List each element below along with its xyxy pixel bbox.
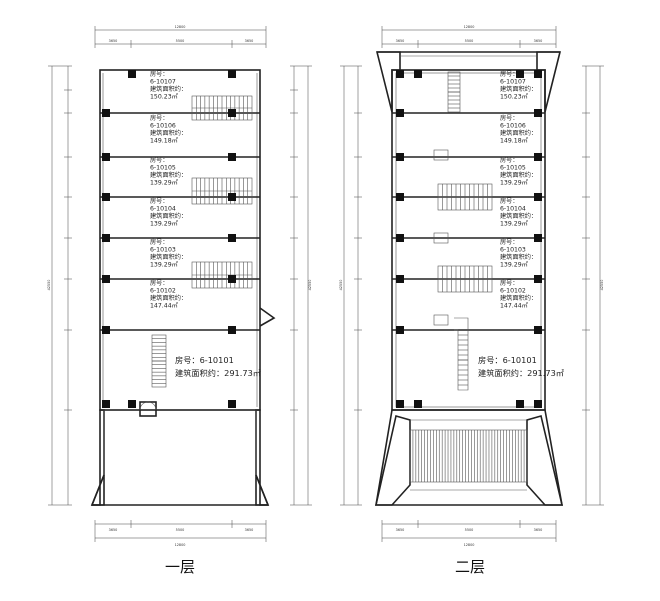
unit-label-line: 6-10106	[150, 123, 176, 130]
unit-label-line: 139.29㎡	[500, 261, 529, 269]
right-total-dim: 42550	[308, 280, 312, 291]
bottom-seg-dim: 3650	[534, 528, 543, 532]
top-seg-dim: 3650	[109, 39, 118, 43]
unit-label-line: 房号：	[150, 70, 169, 78]
bottom-total-dim: 12800	[175, 543, 186, 547]
unit-label-line: 139.29㎡	[500, 179, 529, 187]
second-floor-plan: 12800 3650 5500 3650 3650 5500 3650 1280…	[339, 25, 604, 576]
bottom-seg-dim: 3650	[245, 528, 254, 532]
unit-label-line: 139.29㎡	[150, 261, 179, 269]
unit-label-line: 139.29㎡	[500, 220, 529, 228]
unit-label-line: 6-10104	[500, 206, 526, 213]
unit-label-line: 6-10105	[150, 165, 176, 172]
unit-label-line: 建筑面积约：	[150, 85, 187, 93]
unit-label-line: 房号：	[500, 156, 519, 164]
unit-label-line: 6-10106	[500, 123, 526, 130]
unit-label-line: 房号：	[150, 156, 169, 164]
unit-label-line: 建筑面积约：	[500, 171, 537, 179]
unit-label-line: 建筑面积约：	[500, 212, 537, 220]
bottom-seg-dim: 5500	[176, 528, 185, 532]
unit-label-line: 6-10103	[150, 247, 176, 254]
top-seg-dim: 5500	[176, 39, 185, 43]
unit-label-line: 6-10107	[500, 79, 526, 86]
unit-label-line: 房号：	[500, 114, 519, 122]
unit-label-line: 房号：	[150, 238, 169, 246]
unit-label-line: 房号：	[500, 279, 519, 287]
unit-label-line: 建筑面积约：	[150, 294, 187, 302]
unit-label-line: 建筑面积约：	[500, 129, 537, 137]
big-unit-area: 建筑面积约：291.73㎡	[478, 368, 564, 378]
unit-label-line: 6-10104	[150, 206, 176, 213]
unit-labels: 房号：6-10107建筑面积约：150.23㎡房号：6-10106建筑面积约：1…	[150, 70, 187, 310]
unit-label-line: 6-10102	[500, 288, 526, 295]
roof-grating	[412, 430, 525, 482]
unit-label-line: 建筑面积约：	[150, 171, 187, 179]
unit-label-line: 房号：	[500, 238, 519, 246]
unit-label-line: 6-10105	[500, 165, 526, 172]
stair-treads	[152, 338, 166, 384]
stair-treads	[438, 75, 492, 386]
unit-label-line: 房号：	[150, 279, 169, 287]
bottom-seg-dim: 3650	[109, 528, 118, 532]
stair-treads	[192, 96, 252, 288]
unit-labels: 房号：6-10107建筑面积约：150.23㎡房号：6-10106建筑面积约：1…	[500, 70, 537, 310]
unit-label-line: 6-10103	[500, 247, 526, 254]
top-seg-dim: 3650	[396, 39, 405, 43]
structural-columns	[102, 70, 236, 408]
unit-label-line: 139.29㎡	[150, 179, 179, 187]
left-total-dim: 42550	[339, 280, 343, 291]
bottom-seg-dim: 5500	[465, 528, 474, 532]
big-unit-room: 房号：6-10101	[478, 355, 537, 365]
unit-label-line: 150.23㎡	[150, 93, 179, 101]
top-seg-dim: 3650	[245, 39, 254, 43]
unit-label-line: 139.29㎡	[150, 220, 179, 228]
bottom-total-dim: 12800	[464, 543, 475, 547]
unit-label-line: 建筑面积约：	[500, 294, 537, 302]
top-seg-dim: 5500	[465, 39, 474, 43]
unit-label-line: 149.18㎡	[150, 137, 179, 145]
plan-title: 二层	[455, 558, 485, 576]
unit-label-line: 房号：	[150, 114, 169, 122]
unit-label-line: 6-10107	[150, 79, 176, 86]
unit-label-line: 149.18㎡	[500, 137, 529, 145]
unit-label-line: 150.23㎡	[500, 93, 529, 101]
unit-label-line: 房号：	[500, 197, 519, 205]
unit-label-line: 建筑面积约：	[150, 129, 187, 137]
unit-label-line: 房号：	[500, 70, 519, 78]
big-unit-area: 建筑面积约：291.73㎡	[175, 368, 261, 378]
plan-title: 一层	[165, 558, 195, 576]
top-total-dim: 12800	[464, 25, 475, 29]
structural-columns	[396, 70, 542, 408]
bottom-seg-dim: 3650	[396, 528, 405, 532]
unit-label-line: 建筑面积约：	[150, 253, 187, 261]
unit-label-line: 房号：	[150, 197, 169, 205]
big-unit-room: 房号：6-10101	[175, 355, 234, 365]
unit-label-line: 建筑面积约：	[500, 85, 537, 93]
unit-label-line: 147.44㎡	[500, 302, 529, 310]
top-total-dim: 12800	[175, 25, 186, 29]
unit-label-line: 建筑面积约：	[150, 212, 187, 220]
unit-label-line: 147.44㎡	[150, 302, 179, 310]
top-seg-dim: 3650	[534, 39, 543, 43]
right-total-dim: 42550	[600, 280, 604, 291]
left-total-dim: 42550	[47, 280, 51, 291]
unit-label-line: 6-10102	[150, 288, 176, 295]
first-floor-plan: 12800 3650 5500 3650 3650 5500 3650 1280…	[47, 25, 312, 576]
unit-label-line: 建筑面积约：	[500, 253, 537, 261]
